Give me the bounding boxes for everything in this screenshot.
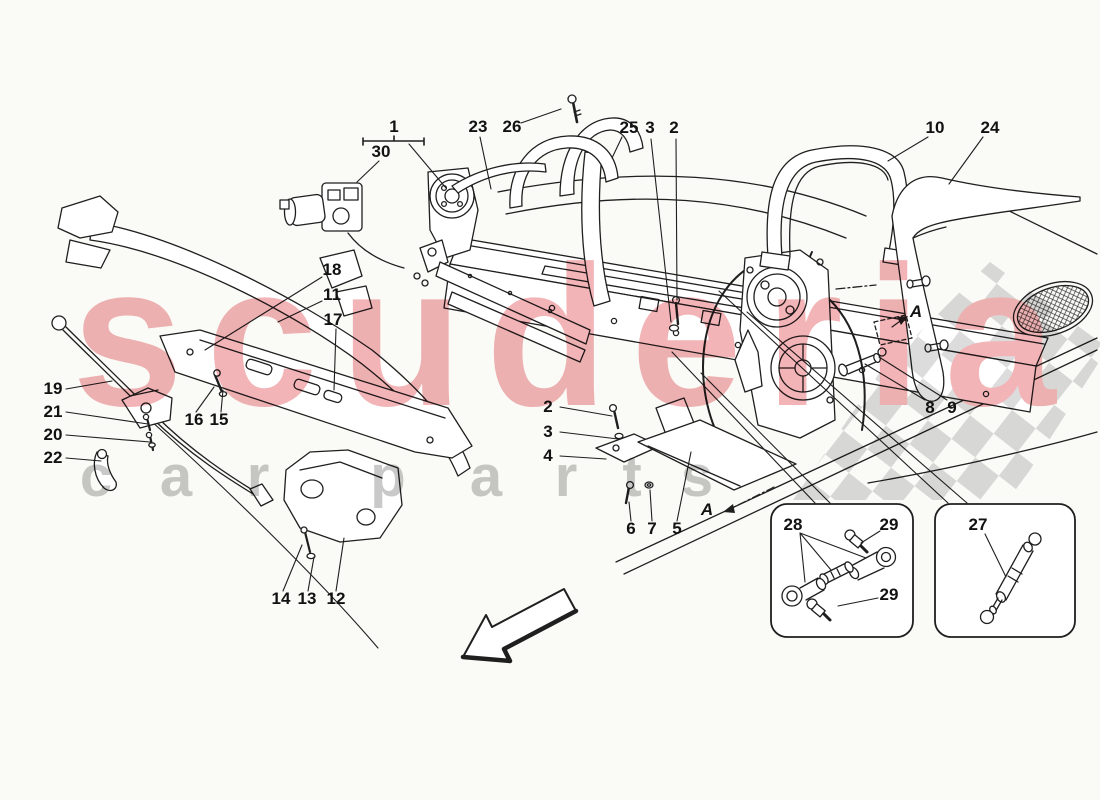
roof-bow [57,195,471,477]
center-fixing-bolt [668,295,681,332]
cowl-panel [159,329,473,459]
inset-box-tie-rod [671,290,1076,638]
top-drive-motor [279,182,405,269]
lower-latch-bracket [283,449,403,560]
latch-parts [93,387,173,492]
direction-arrow [460,588,579,664]
callout-leader-lines [65,108,1007,607]
left-hinge-mechanism [413,167,591,363]
roll-hoop [759,145,911,271]
top-cover-hoops [451,94,644,209]
